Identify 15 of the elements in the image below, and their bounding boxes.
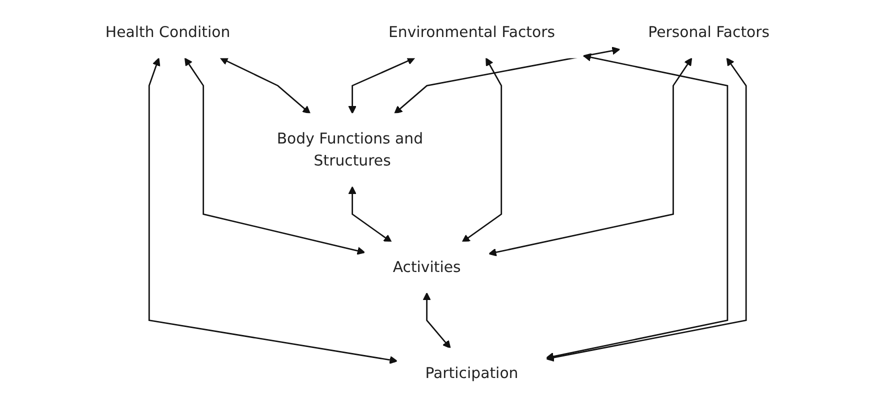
arrow (348, 57, 415, 114)
node-text: Participation (424, 364, 518, 382)
arrow (219, 57, 310, 114)
arrow (394, 46, 620, 114)
arrow (148, 58, 398, 364)
arrow (348, 186, 392, 242)
node-text: Health Condition (104, 23, 230, 41)
node-text: Body Functions and Structures (276, 129, 423, 170)
node-text: Activities (392, 258, 460, 276)
node-text: Personal Factors (648, 23, 770, 41)
arrow (488, 58, 692, 256)
node-text: Environmental Factors (388, 23, 555, 41)
arrow (461, 58, 502, 242)
arrow (422, 292, 450, 349)
arrow (184, 58, 365, 255)
